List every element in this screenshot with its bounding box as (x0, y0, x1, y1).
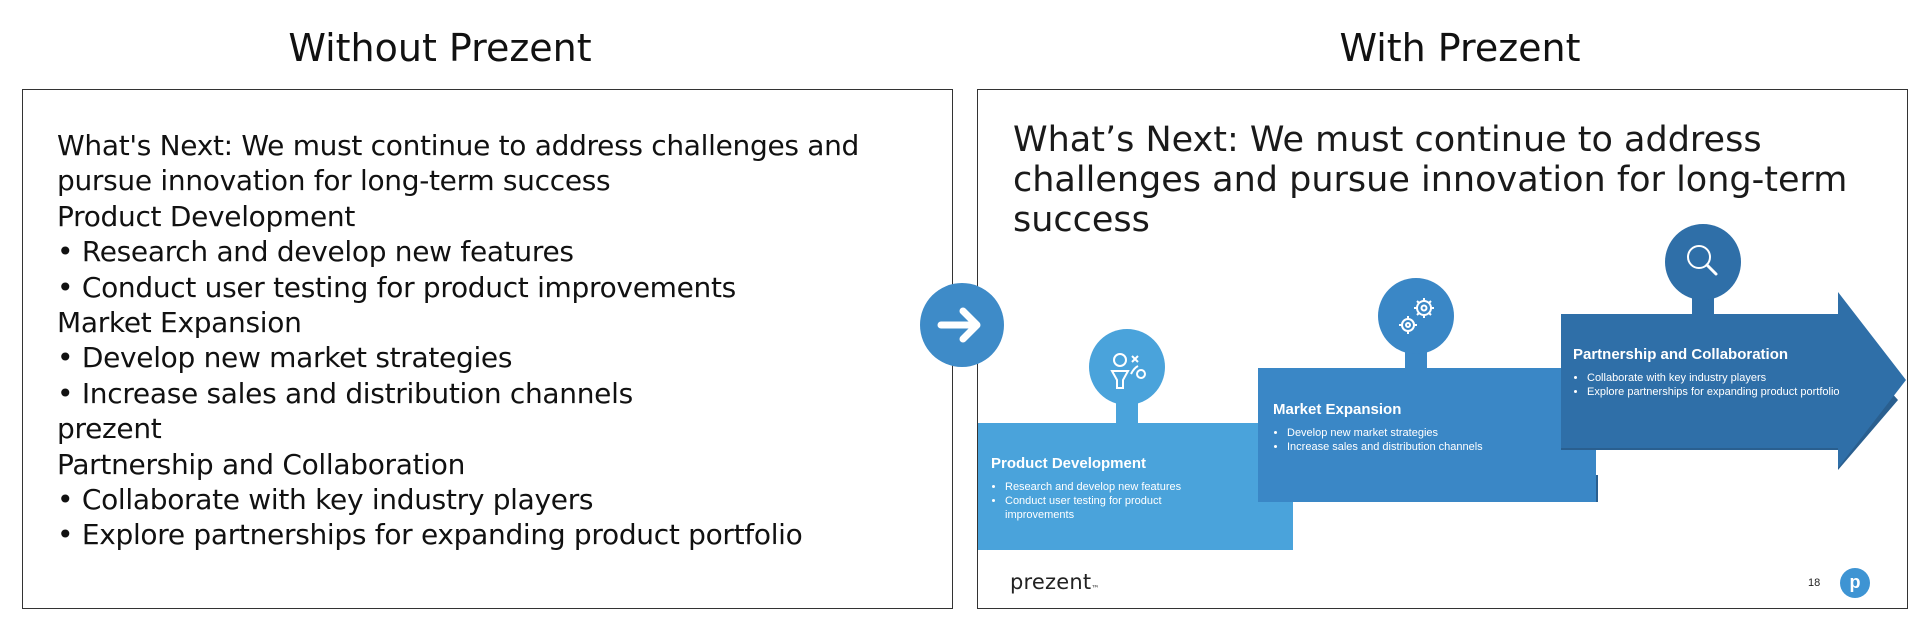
logo-text: prezent (1010, 570, 1092, 594)
step1-bullet: Conduct user testing for product improve… (1005, 494, 1201, 522)
slide-title: What’s Next: We must continue to address… (1013, 120, 1848, 240)
plain-line: Partnership and Collaboration (57, 447, 466, 481)
prezent-logo: prezent™ (1010, 570, 1100, 594)
step1-title: Product Development (991, 455, 1147, 472)
step3-content: Partnership and Collaboration Collaborat… (1573, 346, 1843, 399)
step2-bullet: Develop new market strategies (1287, 426, 1513, 440)
step1-block (978, 423, 1293, 550)
step1-bullets: Research and develop new features Conduc… (991, 480, 1201, 522)
step2-title: Market Expansion (1273, 401, 1402, 418)
with-prezent-slide: What’s Next: We must continue to address… (977, 89, 1908, 609)
plain-line: Market Expansion (57, 306, 302, 340)
step3-bullet: Explore partnerships for expanding produ… (1587, 385, 1843, 399)
step3-block (1561, 292, 1906, 468)
gears-icon (1399, 298, 1434, 334)
step-diagram (978, 224, 1906, 550)
without-prezent-heading: Without Prezent (288, 26, 592, 70)
step2-block (1258, 368, 1596, 502)
plain-line: • Research and develop new features (57, 235, 574, 269)
plain-line: • Increase sales and distribution channe… (57, 376, 633, 410)
plain-line: • Collaborate with key industry players (57, 483, 594, 517)
step1-content: Product Development Research and develop… (991, 455, 1201, 522)
plain-line: Product Development (57, 199, 356, 233)
step2-content: Market Expansion Develop new market stra… (1273, 401, 1513, 454)
plain-line: • Explore partnerships for expanding pro… (57, 518, 803, 552)
step1-icon-circle (1089, 329, 1165, 405)
plain-line: • Develop new market strategies (57, 341, 513, 375)
step1-bullet: Research and develop new features (1005, 480, 1201, 494)
with-prezent-heading: With Prezent (1339, 26, 1581, 70)
step3-bullets: Collaborate with key industry players Ex… (1573, 371, 1843, 399)
plain-line: pursue innovation for long-term success (57, 164, 611, 198)
plain-line: prezent (57, 412, 162, 446)
page-number: 18 (1808, 577, 1821, 589)
plain-line: • Conduct user testing for product impro… (57, 270, 736, 304)
logo-trademark: ™ (1091, 584, 1100, 593)
plain-line: What's Next: We must continue to address… (57, 129, 860, 162)
without-prezent-slide: What's Next: We must continue to address… (22, 89, 953, 609)
step2-icon-circle (1378, 278, 1454, 354)
strategy-icon (1110, 353, 1146, 389)
step2-bullets: Develop new market strategies Increase s… (1273, 426, 1513, 454)
step3-title: Partnership and Collaboration (1573, 346, 1789, 363)
plain-text-list: What's Next: We must continue to address… (57, 128, 859, 553)
step2-bullet: Increase sales and distribution channels (1287, 440, 1513, 454)
step3-bullet: Collaborate with key industry players (1587, 371, 1843, 385)
step3-icon-circle (1665, 224, 1741, 300)
magnifier-icon (1687, 245, 1718, 276)
arrow-right-glyph (937, 307, 981, 343)
prezent-badge-icon: p (1840, 568, 1870, 598)
arrow-right-icon (920, 283, 1004, 367)
step3-shadow (1561, 390, 1898, 470)
